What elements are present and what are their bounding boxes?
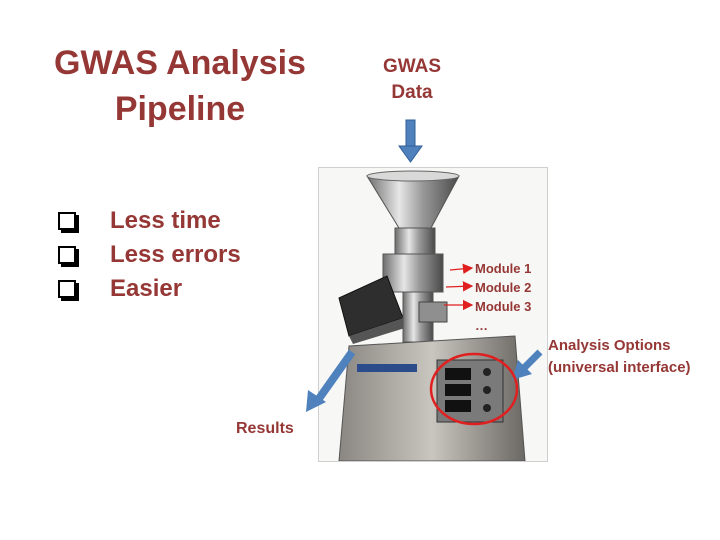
analysis-options-label: Analysis Options (universal interface)	[548, 335, 691, 379]
slide-title: GWAS Analysis Pipeline	[40, 40, 320, 132]
gwas-label-line-1: GWAS	[382, 56, 442, 77]
gwas-data-label: GWAS Data	[370, 54, 454, 106]
bullet-text: Less errors	[110, 241, 241, 268]
module-arrow-icon	[445, 281, 474, 292]
gwas-label-line-2: Data	[391, 82, 433, 103]
results-label: Results	[236, 420, 294, 437]
bullet-item: Easier	[58, 272, 241, 306]
options-arrow-icon	[512, 349, 543, 380]
module-arrow-icon	[449, 263, 474, 275]
module-list: Module 1 Module 2 Module 3 …	[475, 259, 531, 335]
checkbox-icon	[58, 280, 76, 298]
checkbox-icon	[58, 246, 76, 264]
checkbox-icon	[58, 212, 76, 230]
options-line-1: Analysis Options	[548, 337, 671, 354]
module-item: Module 3	[475, 299, 532, 314]
bullet-text: Less time	[110, 207, 221, 234]
results-arrow-icon	[306, 349, 356, 412]
machine-photo	[318, 167, 548, 462]
module-item: Module 1	[475, 261, 532, 276]
bullet-item: Less time	[58, 204, 241, 238]
module-item: …	[475, 318, 488, 333]
down-arrow-icon	[398, 119, 423, 163]
bullet-item: Less errors	[58, 238, 241, 272]
highlight-ellipse	[429, 352, 519, 426]
module-item: Module 2	[475, 280, 532, 295]
title-line-1: GWAS Analysis	[54, 44, 306, 82]
title-line-2: Pipeline	[114, 90, 246, 128]
bullet-text: Easier	[110, 275, 183, 302]
options-line-2: (universal interface)	[548, 359, 691, 376]
bullet-list: Less time Less errors Easier	[58, 204, 241, 306]
